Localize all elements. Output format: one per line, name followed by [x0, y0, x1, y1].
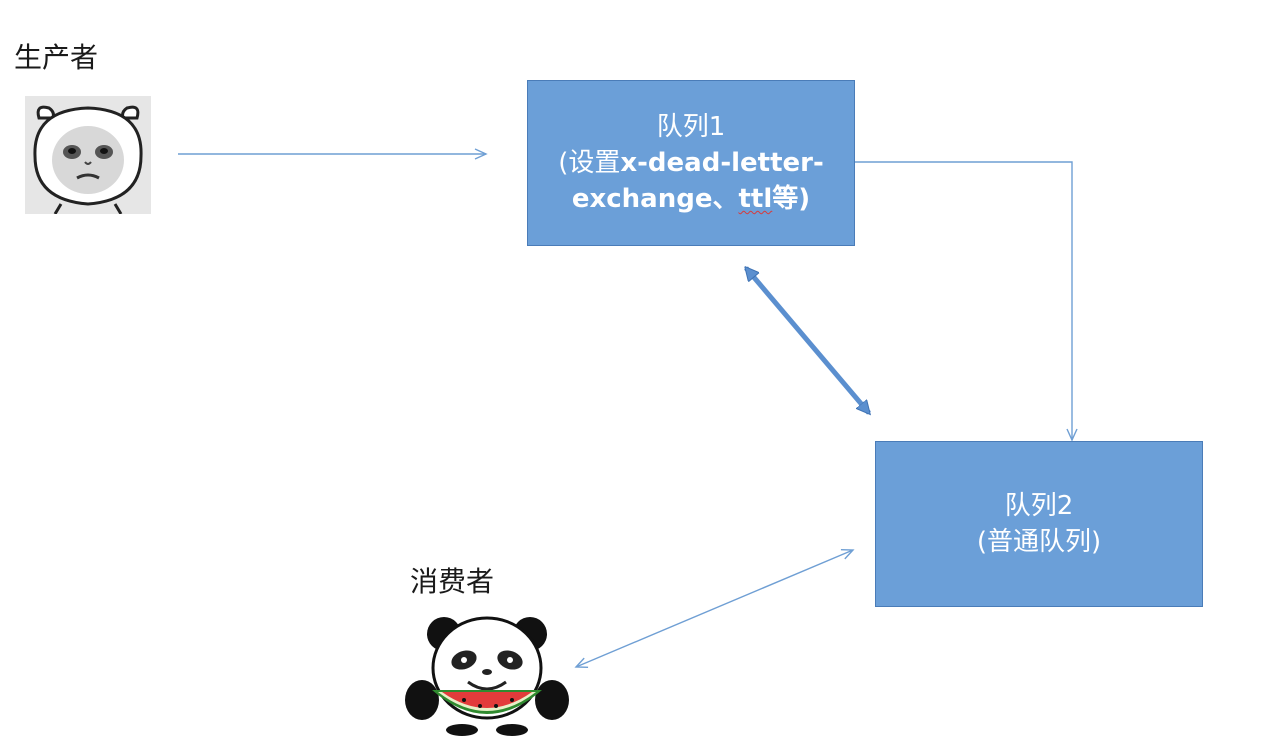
queue1-detail-prefix: (设置	[558, 148, 621, 178]
queue1-to-queue2-arrow	[855, 161, 1078, 442]
consumer-label: 消费者	[410, 565, 495, 598]
queue2-box: 队列2 (普通队列)	[875, 441, 1203, 607]
bear-meme-face-icon	[25, 96, 151, 214]
queue2-detail: (普通队列)	[976, 527, 1102, 557]
queue1-detail-mid: x-dead-letter-	[620, 148, 824, 178]
consumer-queue2-double-arrow	[574, 548, 855, 669]
queue1-detail-line1: (设置x-dead-letter-	[558, 145, 824, 181]
panda-eating-watermelon-icon	[405, 616, 569, 736]
queue1-detail-exchange: exchange、	[571, 184, 739, 214]
queue1-detail-ttl: ttl	[738, 184, 773, 214]
queue1-title: 队列1	[656, 112, 726, 142]
producer-label: 生产者	[14, 41, 99, 74]
queue1-detail-suffix: 等)	[772, 184, 811, 214]
queue2-title: 队列2	[1004, 491, 1074, 521]
queue1-box: 队列1 (设置x-dead-letter- exchange、ttl等)	[527, 80, 855, 246]
queue1-detail-line2: exchange、ttl等)	[572, 181, 810, 217]
queue1-queue2-double-arrow	[746, 268, 869, 413]
